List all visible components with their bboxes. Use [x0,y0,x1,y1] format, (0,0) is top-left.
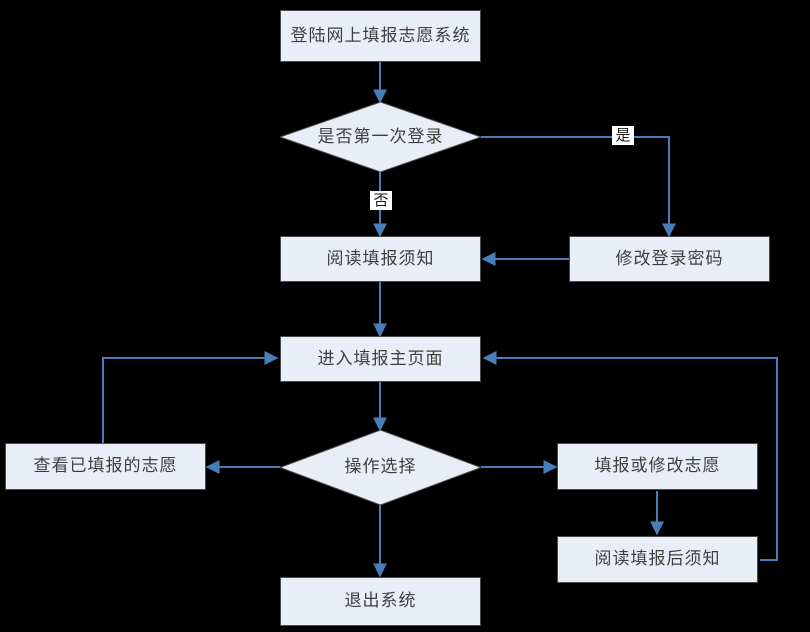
node-fill-or-modify[interactable]: 填报或修改志愿 [557,443,758,490]
node-first-login-decision[interactable]: 是否第一次登录 [280,102,481,172]
node-view-submitted-label: 查看已填报的志愿 [33,456,178,477]
edge-view-back-to-mainpage [102,351,279,443]
edge-label-no: 否 [370,191,392,210]
node-fill-or-modify-label: 填报或修改志愿 [594,456,721,477]
node-change-password[interactable]: 修改登录密码 [569,236,770,282]
edge-decision-yes-to-password [481,136,676,238]
node-change-password-label: 修改登录密码 [615,248,724,269]
node-read-notice-label: 阅读填报须知 [326,248,435,269]
node-exit-system-label: 退出系统 [344,591,417,612]
node-operation-decision-label: 操作选择 [344,457,417,478]
edge-label-yes: 是 [612,126,634,145]
node-login-system[interactable]: 登陆网上填报志愿系统 [280,10,481,62]
node-exit-system[interactable]: 退出系统 [280,577,481,626]
node-read-after-notice[interactable]: 阅读填报后须知 [557,536,758,583]
node-read-notice[interactable]: 阅读填报须知 [280,236,481,282]
diamond-shape [280,102,481,172]
node-login-system-label: 登陆网上填报志愿系统 [290,25,471,46]
node-view-submitted[interactable]: 查看已填报的志愿 [5,443,206,490]
node-main-page[interactable]: 进入填报主页面 [280,336,481,382]
diamond-shape [280,430,481,505]
node-first-login-decision-label: 是否第一次登录 [317,126,444,147]
node-operation-decision[interactable]: 操作选择 [280,430,481,505]
node-main-page-label: 进入填报主页面 [317,348,444,369]
node-read-after-notice-label: 阅读填报后须知 [594,549,721,570]
